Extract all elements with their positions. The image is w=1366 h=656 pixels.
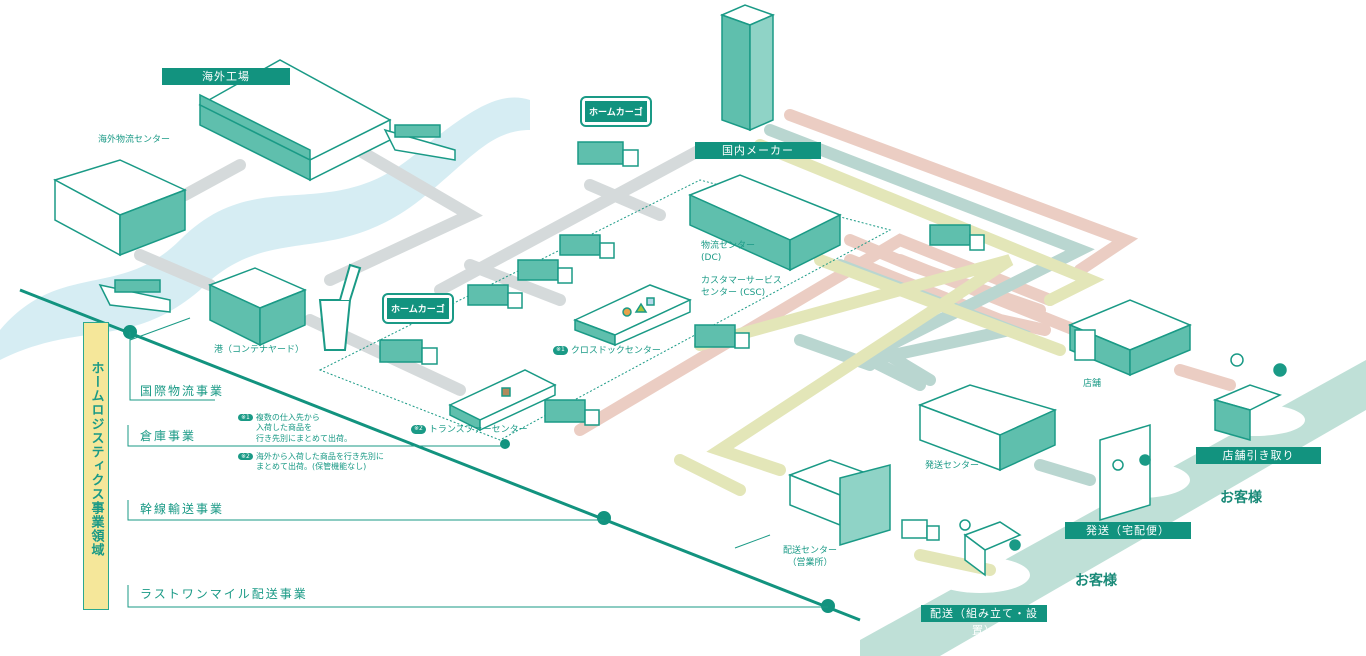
csc-label-line1: カスタマーサービス — [701, 276, 782, 286]
timeline-node — [821, 599, 835, 613]
crossdock-building — [573, 284, 692, 347]
delivery-center-line2: （営業所） — [787, 558, 833, 569]
dc-label: 物流センター (DC) — [701, 240, 755, 264]
store-building — [1068, 299, 1192, 377]
domain-timeline — [19, 288, 861, 622]
port-label: 港（コンテナヤード） — [214, 345, 305, 355]
category-warehouse: 倉庫事業 — [140, 429, 197, 443]
csc-label: カスタマーサービス センター (CSC) — [701, 275, 782, 299]
ship-icon — [98, 279, 171, 313]
container-yard — [208, 267, 307, 347]
crossdock-badge: ※1 — [553, 346, 568, 355]
delivery-center-building — [787, 459, 891, 547]
category-lastmile: ラストワンマイル配送事業 — [140, 587, 308, 601]
note-2-line: まとめて出荷。(保管機能なし) — [256, 462, 367, 472]
assembly-movers — [959, 519, 1022, 577]
category-dividers — [127, 317, 828, 608]
truck-icon — [929, 224, 985, 251]
category-trunk: 幹線輸送事業 — [140, 502, 225, 516]
homecargo-logo: ホームカーゴ — [382, 293, 454, 324]
domain-title-bar: ホームロジスティクス事業領域 — [83, 322, 109, 610]
truck-icon — [577, 141, 639, 167]
overseas-dc-building — [53, 159, 187, 257]
transfer-badge: ※2 — [411, 425, 426, 434]
overseas-factory-label: 海外工場 — [162, 68, 290, 85]
store-pickup-tag: 店舗引き取り — [1196, 447, 1321, 464]
truck-icon — [517, 259, 573, 284]
timeline-node — [500, 439, 510, 449]
truck-icon — [544, 399, 600, 426]
dc-label-line1: 物流センター — [701, 241, 756, 251]
category-international: 国際物流事業 — [140, 384, 225, 398]
maker-tower — [719, 4, 776, 132]
truck-icon — [467, 284, 523, 309]
truck-icon — [901, 519, 940, 541]
transfer-text: トランスファーセンター — [428, 425, 528, 435]
store-label: 店舗 — [1083, 379, 1102, 389]
dc-label-line2: (DC) — [701, 253, 722, 264]
note-2-line: 海外から入荷した商品を行き先別に — [255, 452, 384, 461]
shipping-center-building — [917, 384, 1058, 472]
note-1-line: 行き先別にまとめて出荷。 — [256, 433, 352, 443]
pickup-counter — [1212, 353, 1287, 441]
parcel-door — [1099, 423, 1151, 522]
homecargo-logo-text: ホームカーゴ — [585, 101, 647, 122]
delivery-center-line1: 配送センター — [783, 546, 838, 556]
ship-icon — [383, 124, 456, 161]
truck-icon — [559, 234, 615, 259]
transfer-building — [448, 369, 557, 432]
crane-icon — [318, 263, 362, 351]
note-1-line: 入荷した商品を — [256, 423, 312, 433]
customer-label: お客様 — [1075, 573, 1117, 589]
note-1-line: 複数の仕入先から — [255, 413, 320, 422]
truck-icon — [379, 339, 438, 365]
truck-icon — [694, 324, 750, 349]
assembly-tag: 配送（組み立て・設置） — [921, 605, 1047, 637]
dotted-boundary — [318, 179, 892, 441]
homecargo-logo-text: ホームカーゴ — [387, 298, 449, 319]
csc-label-line2: センター (CSC) — [701, 288, 766, 299]
delivery-center-label: 配送センター （営業所） — [783, 545, 837, 569]
flow-yellow — [674, 139, 1105, 576]
overseas-dc-label: 海外物流センター — [98, 135, 171, 145]
domain-title: ホームロジスティクス事業領域 — [88, 361, 104, 557]
note-1-badge: ※1 — [238, 413, 253, 422]
customer-label: お客様 — [1220, 490, 1262, 506]
note-2-badge: ※2 — [238, 452, 253, 461]
crossdock-text: クロスドックセンター — [570, 346, 661, 356]
dc-building — [688, 174, 842, 272]
parcel-tag: 発送（宅配便） — [1065, 522, 1191, 539]
timeline-node — [597, 511, 611, 525]
shipping-center-label: 発送センター — [925, 461, 980, 471]
domestic-maker-label: 国内メーカー — [695, 142, 821, 159]
homecargo-logo: ホームカーゴ — [580, 96, 652, 127]
